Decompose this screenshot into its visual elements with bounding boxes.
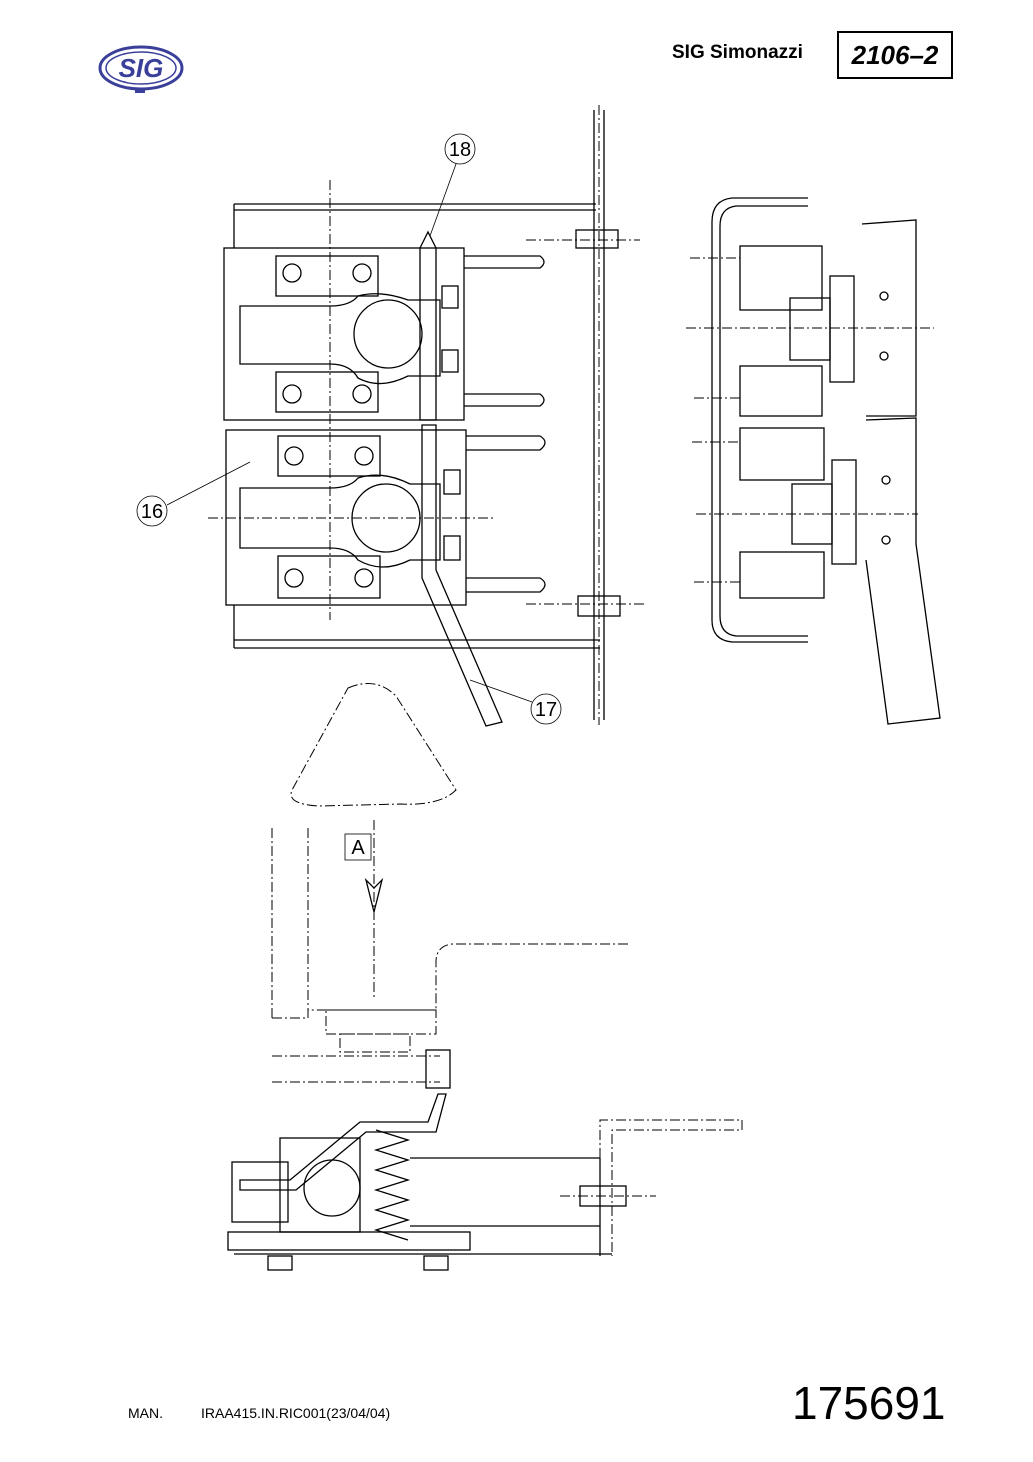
svg-text:16: 16 <box>141 501 163 523</box>
company-name: SIG Simonazzi <box>672 42 803 63</box>
lower-assembly <box>227 828 743 1271</box>
logo-text: SIG <box>119 53 164 83</box>
view-outline <box>290 683 457 807</box>
drawing-number: 175691 <box>792 1377 946 1429</box>
sig-logo: SIG <box>98 45 184 93</box>
view-arrow <box>364 877 384 913</box>
callout-16: 16 <box>136 461 251 527</box>
view-label-a: A <box>344 833 372 861</box>
callout-17: 17 <box>469 679 562 725</box>
footer-man: MAN. <box>128 1405 163 1421</box>
front-view-assembly <box>208 105 646 727</box>
footer-reference: IRAA415.IN.RIC001(23/04/04) <box>201 1405 391 1421</box>
side-view-assembly <box>686 197 941 725</box>
svg-text:18: 18 <box>449 139 471 161</box>
doc-number: 2106–2 <box>851 39 939 70</box>
svg-text:17: 17 <box>535 699 557 721</box>
doc-number-box: 2106–2 <box>837 31 953 79</box>
svg-text:A: A <box>351 837 365 859</box>
callout-18: 18 <box>429 133 476 237</box>
